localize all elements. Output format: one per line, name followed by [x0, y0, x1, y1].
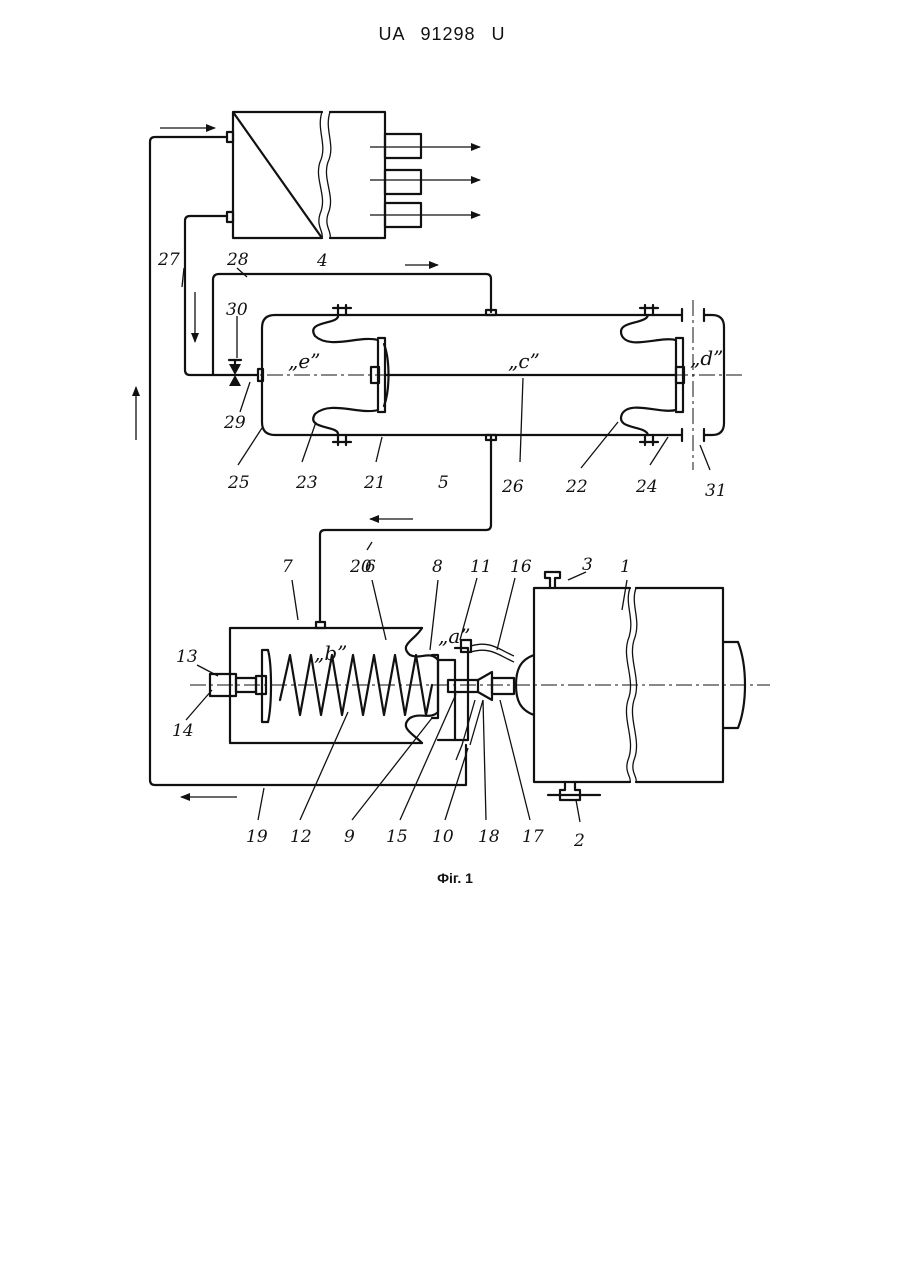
callout-7: 7	[282, 557, 293, 577]
callout-16: 16	[510, 557, 532, 577]
zone-label-d: „d”	[690, 346, 723, 370]
callout-27: 27	[157, 250, 180, 270]
callout-24: 24	[635, 477, 658, 497]
figure-caption: Фіг. 1	[0, 870, 901, 886]
valve-29	[229, 360, 263, 386]
housing-6	[190, 622, 770, 760]
zone-label-c: „c”	[508, 349, 540, 373]
zone-label-b: „b”	[314, 641, 347, 665]
callout-25: 25	[227, 473, 250, 493]
callout-3: 3	[582, 555, 593, 575]
callout-6: 6	[365, 557, 376, 577]
callout-17: 17	[522, 827, 544, 847]
callout-21: 21	[363, 473, 386, 493]
machine-1	[516, 572, 745, 800]
callout-5: 5	[438, 473, 449, 493]
callout-1: 1	[620, 557, 631, 577]
callout-23: 23	[295, 473, 318, 493]
callout-29: 29	[223, 413, 246, 433]
callout-22: 22	[565, 477, 588, 497]
unit-4-block	[227, 112, 480, 238]
callout-9: 9	[344, 827, 355, 847]
callout-26: 26	[501, 477, 524, 497]
callout-31: 31	[705, 481, 727, 501]
callout-11: 11	[470, 557, 492, 577]
zone-label-a: „a”	[438, 624, 471, 648]
callout-14: 14	[172, 721, 194, 741]
callout-8: 8	[432, 557, 443, 577]
zone-label-e: „e”	[288, 349, 320, 373]
callout-15: 15	[386, 827, 408, 847]
callout-12: 12	[290, 827, 312, 847]
callout-30: 30	[226, 300, 248, 320]
callout-19: 19	[246, 827, 268, 847]
callout-18: 18	[478, 827, 500, 847]
callout-10: 10	[432, 827, 454, 847]
callout-13: 13	[176, 647, 198, 667]
callout-4: 4	[316, 251, 328, 271]
callout-2: 2	[573, 831, 585, 851]
callout-28: 28	[226, 250, 249, 270]
